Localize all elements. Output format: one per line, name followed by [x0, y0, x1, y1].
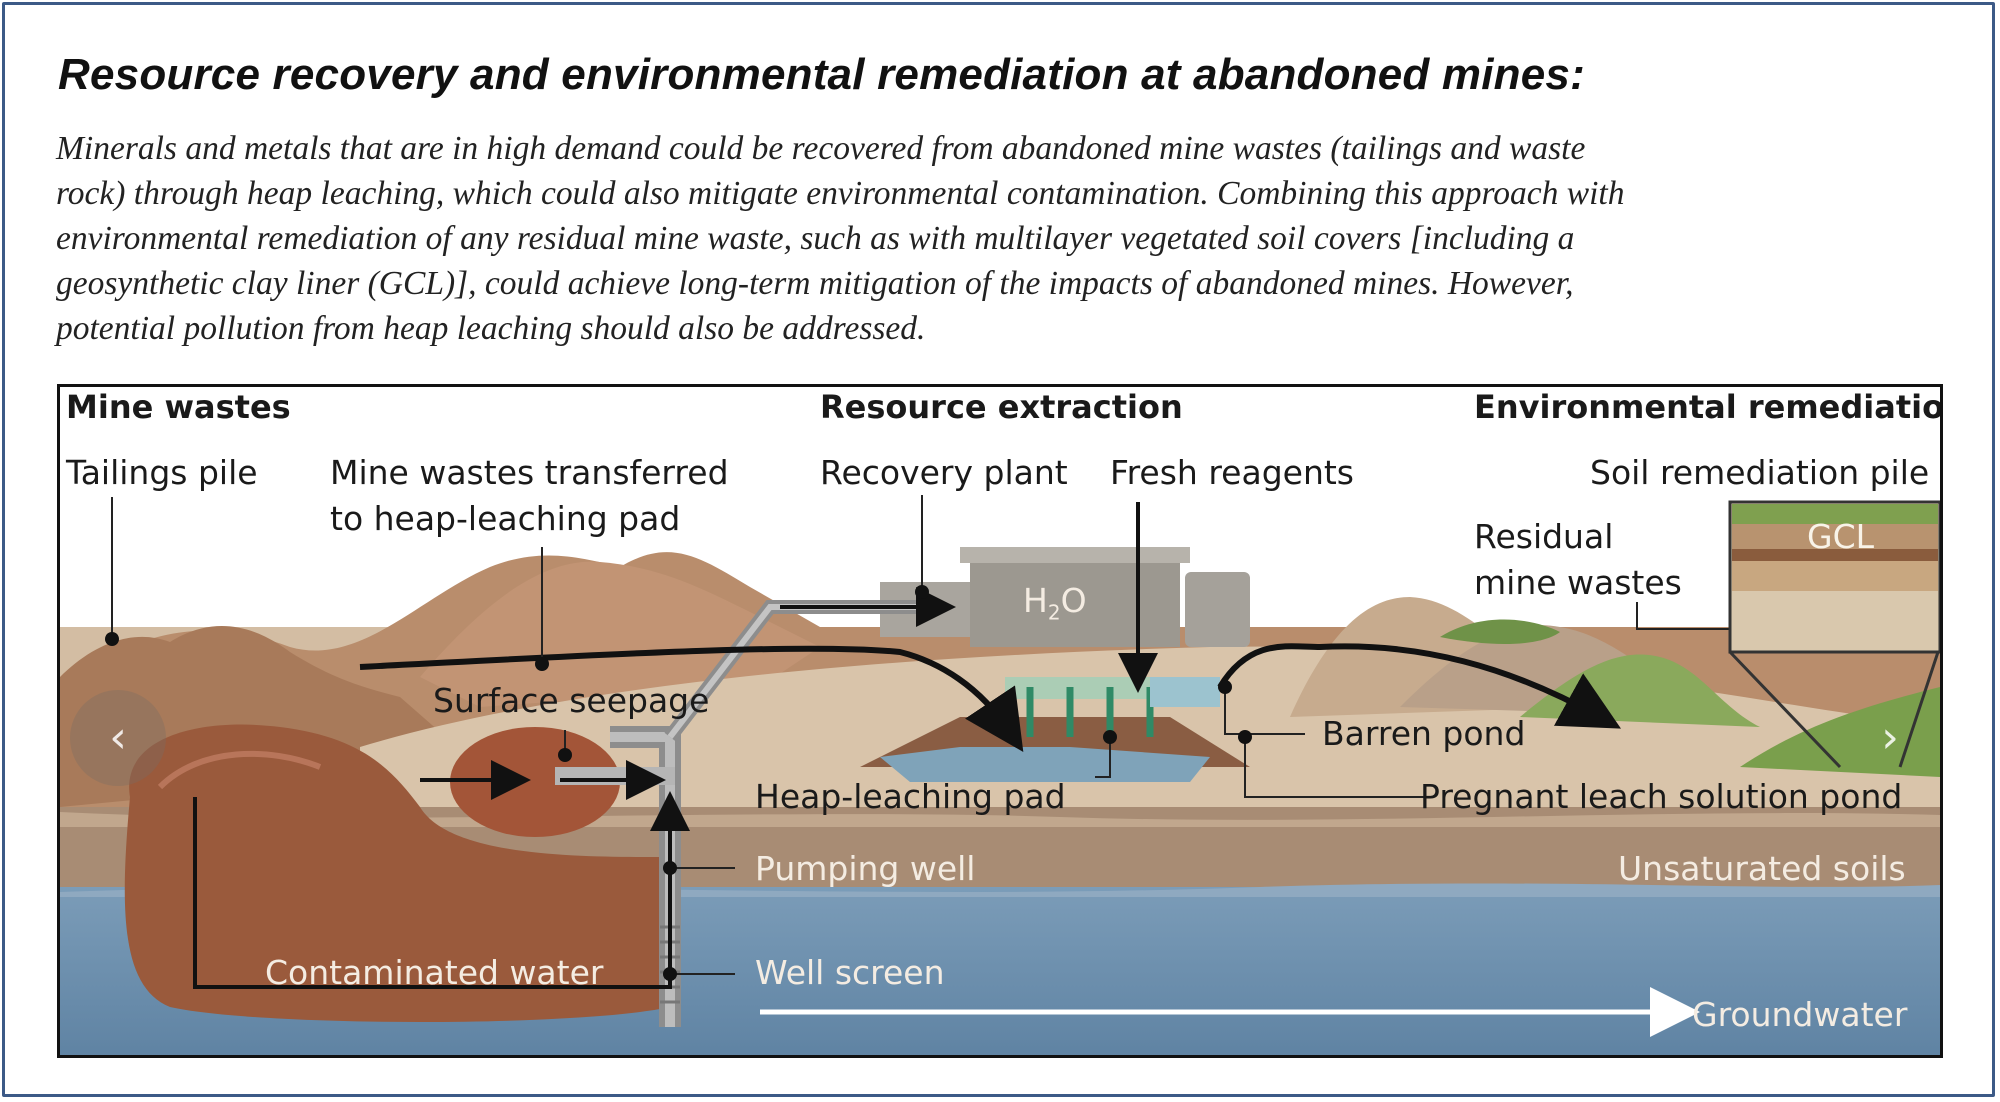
- contaminated-flow-line: [193, 791, 690, 989]
- label-residual-mine-wastes: mine wastes: [1474, 563, 1682, 602]
- label-barren-pond: Barren pond: [1322, 714, 1526, 753]
- next-slide-button[interactable]: ›: [1881, 712, 1899, 763]
- label-heap-leaching-pad: Heap-leaching pad: [755, 777, 1066, 816]
- label-well-screen: Well screen: [755, 953, 945, 992]
- seepage-collector: [555, 767, 675, 785]
- remediation-arrow: [1217, 643, 1621, 729]
- section-mine-wastes: Mine wastes: [66, 388, 291, 426]
- seepage-blob: [450, 727, 620, 837]
- description-line: geosynthetic clay liner (GCL)], could ac…: [56, 265, 1574, 302]
- description-line: Minerals and metals that are in high dem…: [56, 130, 1586, 167]
- barren-pond: [1150, 677, 1220, 707]
- label-contaminated-water: Contaminated water: [265, 953, 604, 992]
- label-groundwater: Groundwater: [1692, 995, 1908, 1034]
- figure-title: Resource recovery and environmental reme…: [58, 50, 1585, 99]
- label-surface-seepage: Surface seepage: [433, 681, 710, 720]
- label-h2o: H2O: [1023, 581, 1087, 625]
- label-recovery-plant: Recovery plant: [820, 453, 1068, 492]
- previous-slide-button[interactable]: ‹: [70, 690, 166, 786]
- label-mine-wastes-transferred: Mine wastes transferred: [330, 453, 729, 492]
- mine-diagram: Mine wastes Resource extraction Environm…: [57, 384, 1943, 1058]
- label-soil-remediation-pile: Soil remediation pile: [1590, 453, 1930, 492]
- label-unsaturated-soils: Unsaturated soils: [1618, 849, 1906, 888]
- label-tailings-pile: Tailings pile: [66, 453, 258, 492]
- description-line: environmental remediation of any residua…: [56, 220, 1575, 257]
- label-fresh-reagents: Fresh reagents: [1110, 453, 1354, 492]
- label-heap-leaching-pad-destination: to heap-leaching pad: [330, 499, 681, 538]
- label-pumping-well: Pumping well: [755, 849, 976, 888]
- section-environmental-remediation: Environmental remediation: [1474, 388, 1943, 426]
- plant-building: [970, 557, 1180, 647]
- plant-tank: [1185, 572, 1250, 647]
- pregnant-pond: [880, 747, 1210, 782]
- label-residual: Residual: [1474, 517, 1614, 556]
- figure-description: Minerals and metals that are in high dem…: [56, 126, 1956, 351]
- section-resource-extraction: Resource extraction: [820, 388, 1183, 426]
- label-pregnant-leach-solution-pond: Pregnant leach solution pond: [1420, 777, 1903, 816]
- soil-cover-inset: [1728, 500, 1940, 769]
- description-line: rock) through heap leaching, which could…: [56, 175, 1625, 212]
- description-line: potential pollution from heap leaching s…: [56, 310, 926, 347]
- transfer-arrow: [359, 645, 1024, 752]
- leader-lines: [111, 495, 1760, 975]
- contaminated-plume: [124, 724, 670, 1022]
- label-gcl: GCL: [1807, 517, 1874, 556]
- diagram-illustration: [60, 495, 1940, 1055]
